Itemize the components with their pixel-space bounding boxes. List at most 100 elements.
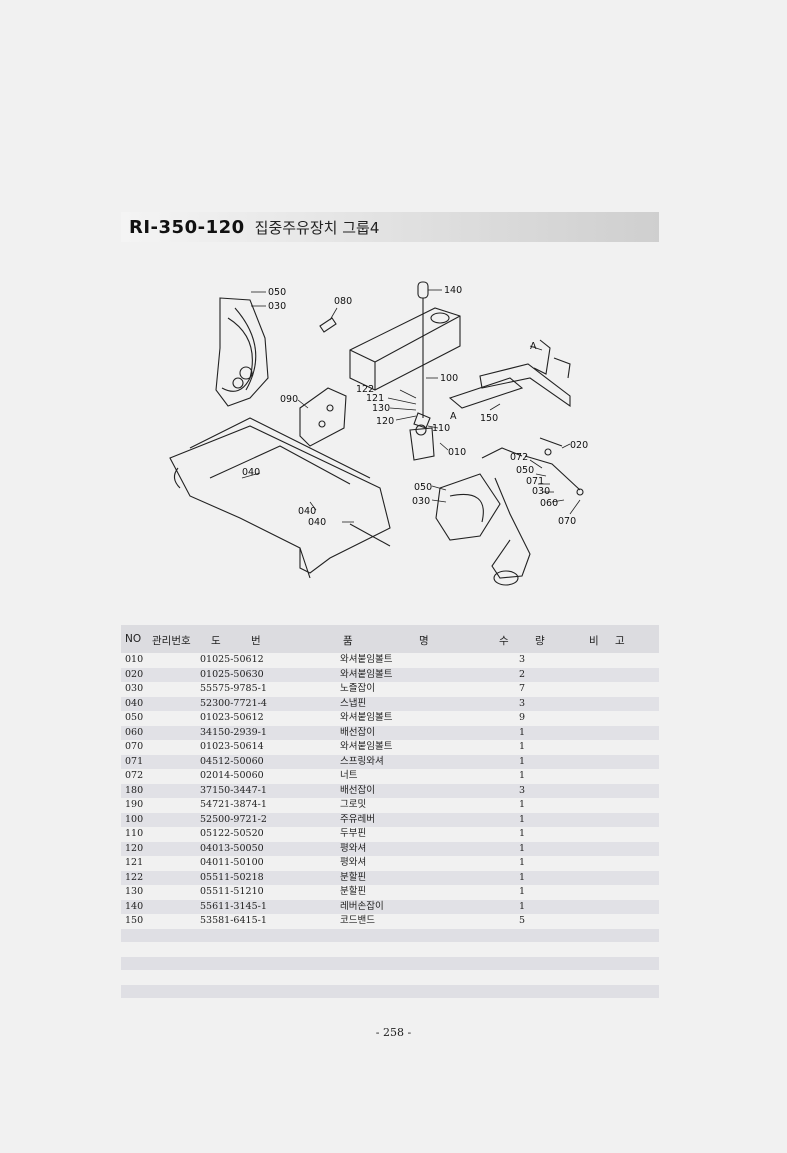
cell-part-name: 노즐잡이 bbox=[340, 683, 375, 694]
cell-part-name: 코드밴드 bbox=[340, 915, 375, 926]
callout-070: 070 bbox=[558, 516, 576, 527]
cell-quantity: 3 bbox=[519, 654, 526, 665]
cell-part-name: 주유레버 bbox=[340, 813, 375, 825]
cell-no: 130 bbox=[125, 886, 144, 897]
right-frame bbox=[479, 363, 571, 408]
callout-010: 010 bbox=[448, 447, 466, 458]
hose-assembly-right bbox=[435, 473, 501, 541]
cell-part-name: 분할핀 bbox=[340, 871, 367, 883]
cell-part-name: 배선잡이 bbox=[340, 726, 375, 738]
header-drawing-1: 도 bbox=[211, 635, 221, 647]
exploded-parts-diagram: 050 030 080 140 100 122 121 130 120 110 … bbox=[150, 278, 620, 593]
cell-part-name: 와셔붙임볼트 bbox=[340, 741, 393, 752]
bracket-090 bbox=[299, 387, 347, 447]
header-qty-2: 량 bbox=[535, 635, 545, 647]
callout-090: 090 bbox=[280, 394, 298, 405]
cell-quantity: 1 bbox=[519, 741, 526, 752]
callout-040-b: 040 bbox=[298, 506, 316, 517]
cell-no: 120 bbox=[125, 842, 144, 854]
table-empty-row bbox=[121, 928, 659, 942]
cell-part-name: 배선잡이 bbox=[340, 784, 375, 796]
cell-no: 020 bbox=[125, 668, 144, 680]
cell-part-number: 55611-3145-1 bbox=[200, 900, 267, 912]
header-mgmt: 관리번호 bbox=[152, 635, 191, 647]
callout-060: 060 bbox=[540, 498, 558, 509]
callout-040-a: 040 bbox=[242, 467, 260, 478]
cell-quantity: 3 bbox=[519, 697, 526, 709]
callout-050-left: 050 bbox=[268, 287, 286, 298]
cell-part-name: 와셔붙임볼트 bbox=[340, 712, 393, 723]
callout-020: 020 bbox=[570, 440, 588, 451]
callout-A-center: A bbox=[450, 411, 457, 422]
callout-122: 122 bbox=[356, 384, 374, 395]
cell-quantity: 1 bbox=[519, 886, 526, 897]
cell-part-number: 01023-50614 bbox=[200, 741, 264, 752]
cell-quantity: 1 bbox=[519, 770, 526, 781]
cell-part-number: 37150-3447-1 bbox=[200, 784, 267, 796]
cell-no: 190 bbox=[125, 799, 144, 810]
cell-quantity: 1 bbox=[519, 857, 526, 868]
callout-121: 121 bbox=[366, 393, 384, 404]
cell-no: 180 bbox=[125, 784, 144, 796]
cell-part-number: 05122-50520 bbox=[200, 828, 264, 839]
callout-050-right: 050 bbox=[516, 465, 534, 476]
callout-140: 140 bbox=[444, 285, 462, 296]
table-row: 070 01023-50614 와셔붙임볼트 1 bbox=[121, 740, 659, 755]
cell-no: 122 bbox=[125, 871, 144, 883]
header-name-2: 명 bbox=[419, 635, 429, 647]
callout-030-left: 030 bbox=[268, 301, 286, 312]
callout-071: 071 bbox=[526, 476, 544, 487]
cell-no: 121 bbox=[125, 857, 144, 868]
cell-quantity: 3 bbox=[519, 784, 526, 796]
header-drawing-2: 번 bbox=[251, 635, 261, 647]
cell-part-name: 평와셔 bbox=[340, 842, 367, 854]
cell-quantity: 1 bbox=[519, 828, 526, 839]
callout-130: 130 bbox=[372, 403, 390, 414]
page-number: - 258 - bbox=[375, 1026, 412, 1039]
cell-quantity: 1 bbox=[519, 726, 526, 738]
cell-part-name: 너트 bbox=[340, 770, 358, 781]
cell-part-number: 52500-9721-2 bbox=[200, 813, 267, 825]
cell-part-name: 그로밋 bbox=[340, 799, 367, 810]
table-empty-row bbox=[121, 956, 659, 970]
cell-no: 100 bbox=[125, 813, 144, 825]
clip-080 bbox=[319, 317, 337, 333]
cell-no: 030 bbox=[125, 683, 144, 694]
section-title: 집중주유장치 그룹4 bbox=[254, 218, 380, 237]
cell-part-number: 54721-3874-1 bbox=[200, 799, 267, 810]
cell-no: 150 bbox=[125, 915, 144, 926]
cell-no: 070 bbox=[125, 741, 144, 752]
cell-part-number: 04512-50060 bbox=[200, 755, 264, 767]
lever-knob bbox=[417, 281, 429, 299]
cell-part-number: 04011-50100 bbox=[200, 857, 264, 868]
header-no: NO bbox=[125, 633, 142, 645]
header-note-2: 고 bbox=[615, 635, 625, 647]
cell-part-number: 04013-50050 bbox=[200, 842, 264, 854]
cell-part-number: 34150-2939-1 bbox=[200, 726, 267, 738]
cell-no: 060 bbox=[125, 726, 144, 738]
callout-110: 110 bbox=[432, 423, 450, 434]
callout-120: 120 bbox=[376, 416, 394, 427]
cell-part-name: 와셔붙임볼트 bbox=[340, 668, 393, 680]
cell-part-number: 05511-51210 bbox=[200, 886, 264, 897]
table-row: 130 05511-51210 분할핀 1 bbox=[121, 885, 659, 900]
cell-part-number: 01023-50612 bbox=[200, 712, 264, 723]
diagram-svg: 050 030 080 140 100 122 121 130 120 110 … bbox=[169, 281, 588, 586]
callout-A-right: A bbox=[530, 341, 537, 352]
cell-part-name: 분할핀 bbox=[340, 886, 367, 897]
cell-part-name: 와셔붙임볼트 bbox=[340, 654, 393, 665]
parts-table-header: NO 관리번호 도 번 품 명 수 량 비 고 bbox=[121, 625, 659, 653]
cell-part-name: 평와셔 bbox=[340, 857, 367, 868]
cell-quantity: 1 bbox=[519, 900, 526, 912]
main-frame-left bbox=[169, 425, 391, 574]
